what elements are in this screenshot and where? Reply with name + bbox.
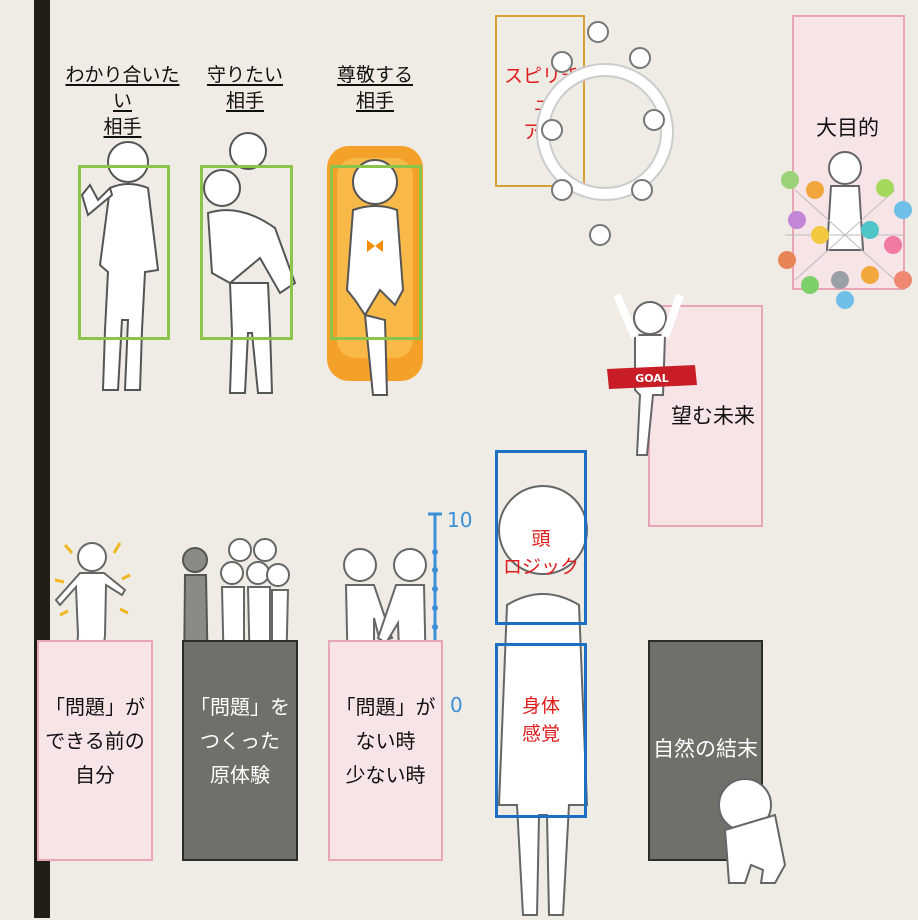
box-no-problem-line1: 「問題」が bbox=[335, 695, 436, 719]
header-understand: わかり合いたい 相手 bbox=[60, 62, 185, 140]
box-before-problem-line3: 自分 bbox=[75, 763, 115, 787]
box-before-problem-text: 「問題」が できる前の 自分 bbox=[37, 690, 153, 792]
box-before-problem-line2: できる前の bbox=[45, 729, 145, 753]
scale-bottom-label: 0 bbox=[450, 693, 463, 717]
box-no-problem-text: 「問題」が ない時 少ない時 bbox=[328, 690, 443, 792]
crowd-with-leader-illustration bbox=[778, 151, 912, 309]
box-no-problem-line3: 少ない時 bbox=[345, 763, 426, 787]
green-frame-1 bbox=[78, 165, 170, 340]
spiritual-box bbox=[495, 15, 585, 187]
header-understand-line1: わかり合いたい bbox=[65, 64, 180, 112]
box-before-problem-line1: 「問題」が bbox=[45, 695, 145, 719]
goal-runner-illustration: GOAL bbox=[607, 293, 697, 456]
head-box bbox=[495, 450, 587, 625]
header-understand-line2: 相手 bbox=[103, 116, 142, 138]
green-frame-3 bbox=[330, 165, 422, 340]
body-label-line2: 感覚 bbox=[521, 723, 560, 745]
kneeling-person-figure bbox=[718, 778, 787, 884]
future-label: 望む未来 bbox=[671, 404, 755, 428]
bow-tie-icon bbox=[367, 240, 383, 252]
circle-of-people-illustration bbox=[536, 21, 674, 246]
box-problem-origin-line2: つくった bbox=[200, 729, 280, 753]
goal-tape-text: GOAL bbox=[635, 372, 669, 385]
person-seated-on-chair-figure bbox=[327, 146, 423, 396]
header-protect-line2: 相手 bbox=[225, 90, 264, 112]
header-respect: 尊敬する 相手 bbox=[325, 62, 425, 114]
header-protect: 守りたい 相手 bbox=[195, 62, 295, 114]
body-label: 身体 感覚 bbox=[495, 692, 587, 748]
header-respect-line1: 尊敬する bbox=[336, 64, 413, 86]
box-problem-origin-line3: 原体験 bbox=[210, 763, 270, 787]
header-protect-line1: 守りたい bbox=[206, 64, 283, 86]
head-label-line2: ロジック bbox=[502, 556, 579, 578]
box-no-problem-line2: ない時 bbox=[355, 729, 416, 753]
head-label-line1: 頭 bbox=[531, 528, 551, 550]
header-respect-line2: 相手 bbox=[355, 90, 394, 112]
head-label: 頭 ロジック bbox=[495, 525, 587, 581]
box-natural-end-label: 自然の結末 bbox=[653, 737, 758, 761]
purpose-label: 大目的 bbox=[816, 116, 879, 140]
body-label-line1: 身体 bbox=[521, 695, 560, 717]
person-carrying-figure bbox=[203, 132, 297, 394]
scale-top-label: 10 bbox=[447, 508, 473, 532]
box-no-problem bbox=[328, 640, 443, 861]
body-box bbox=[495, 643, 587, 818]
green-frame-2 bbox=[200, 165, 293, 340]
box-problem-origin-line1: 「問題」を bbox=[190, 695, 290, 719]
box-problem-origin bbox=[182, 640, 298, 861]
box-before-problem bbox=[37, 640, 153, 861]
standing-person-figure bbox=[497, 485, 589, 916]
box-problem-origin-text: 「問題」を つくった 原体験 bbox=[182, 690, 298, 792]
